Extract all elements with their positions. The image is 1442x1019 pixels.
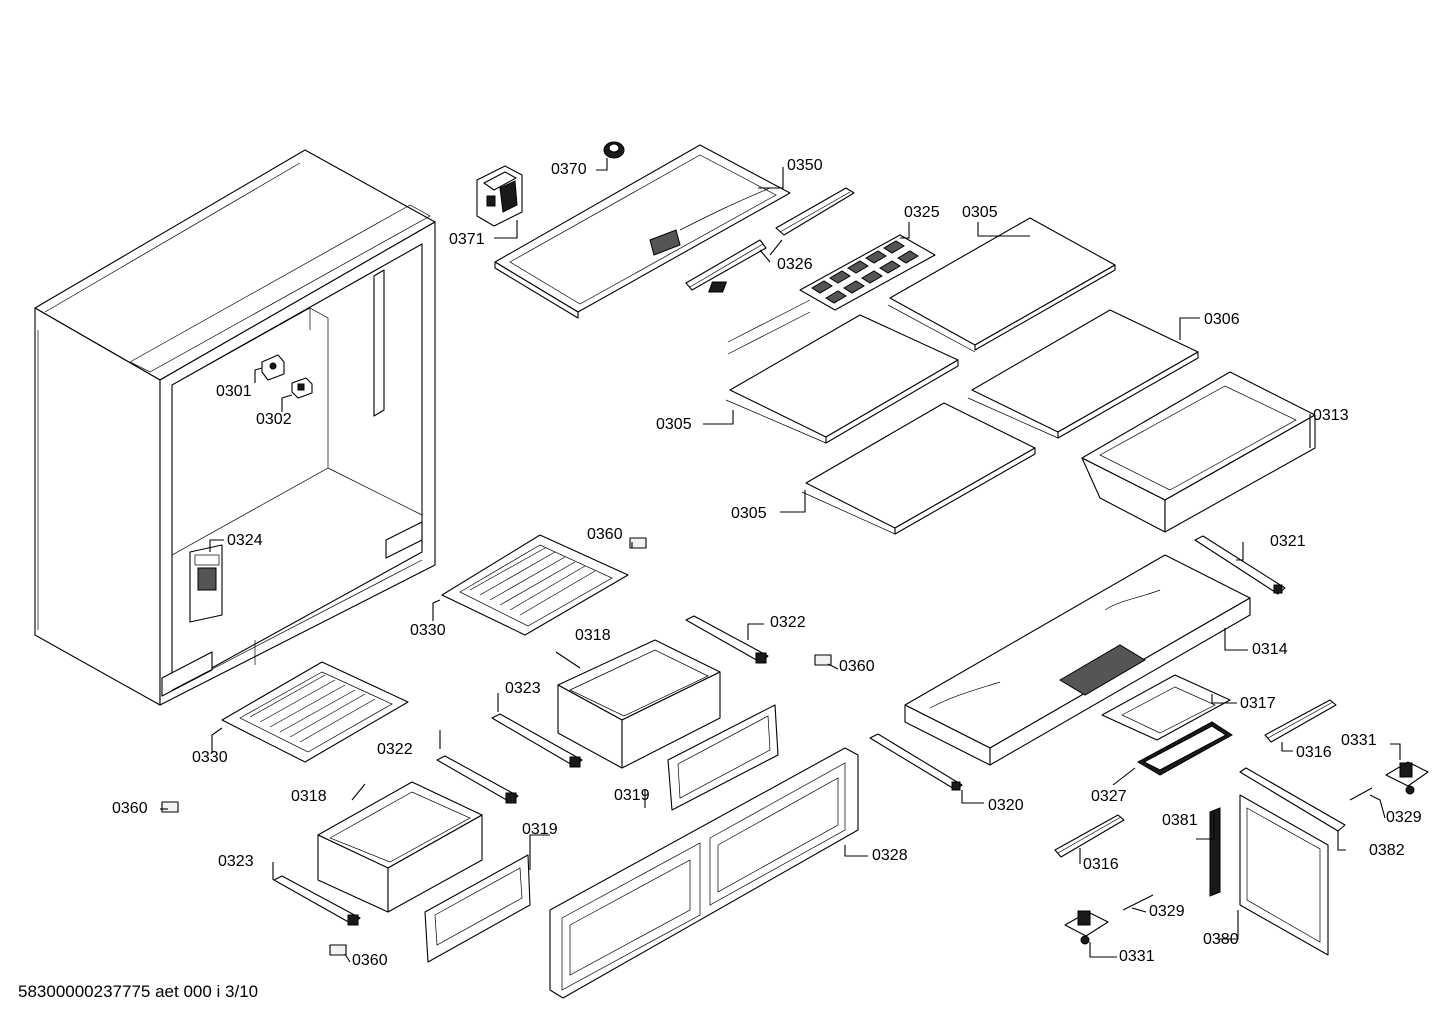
label-0329-lower: 0329 [1149, 903, 1185, 920]
label-0326: 0326 [777, 256, 813, 273]
part-0319-front-lower [424, 854, 531, 963]
part-0370-knob [603, 141, 625, 159]
part-0302-connector [291, 377, 313, 399]
label-0360-b: 0360 [839, 658, 875, 675]
part-0382-rail [1239, 767, 1346, 832]
part-0305-shelf-left [725, 314, 959, 444]
part-0314-bottom-panel [904, 554, 1251, 766]
part-0324-thermostat [189, 544, 223, 623]
label-0328: 0328 [872, 847, 908, 864]
part-0319-front-upper [667, 704, 779, 811]
part-0326-rail [685, 187, 855, 291]
label-0320: 0320 [988, 797, 1024, 814]
label-0313: 0313 [1313, 407, 1349, 424]
part-0360-clip-b [814, 654, 832, 666]
label-0329-upper: 0329 [1386, 809, 1422, 826]
part-0331-fan-lower [1064, 910, 1109, 945]
part-0317-cover [1101, 674, 1231, 741]
part-0305-shelf-upper [887, 217, 1116, 353]
label-0305-lower: 0305 [731, 505, 767, 522]
label-0360-a: 0360 [587, 526, 623, 543]
label-0360-c: 0360 [112, 800, 148, 817]
leader-lines [160, 158, 1401, 963]
part-0330-evaporator-lower [221, 661, 409, 763]
label-0314: 0314 [1252, 641, 1288, 658]
label-0330-lower: 0330 [192, 749, 228, 766]
part-0313-crisper-drawer [1081, 371, 1316, 533]
part-0381-strip [1209, 807, 1221, 897]
part-0301-switch [261, 354, 285, 381]
label-0302: 0302 [256, 411, 292, 428]
label-0321: 0321 [1270, 533, 1306, 550]
label-0371: 0371 [449, 231, 485, 248]
label-0350: 0350 [787, 157, 823, 174]
part-0331-fan-upper [1385, 761, 1429, 795]
label-0331-upper: 0331 [1341, 732, 1377, 749]
part-0321-rail [1194, 535, 1286, 595]
label-0323-lower: 0323 [218, 853, 254, 870]
label-0323-upper: 0323 [505, 680, 541, 697]
label-0316-upper: 0316 [1296, 744, 1332, 761]
label-0322-lower: 0322 [377, 741, 413, 758]
label-0324: 0324 [227, 532, 263, 549]
part-0322-rail-lower [436, 755, 519, 804]
part-0325-ice-tray [708, 234, 936, 355]
label-0318-upper: 0318 [575, 627, 611, 644]
part-0323-rail-upper [491, 713, 583, 768]
part-0380-door [1239, 794, 1329, 956]
part-0306-shelf [967, 309, 1199, 439]
part-0360-clip-a [629, 537, 647, 549]
label-0301: 0301 [216, 383, 252, 400]
part-0322-rail-upper [685, 615, 769, 664]
part-0316-hinge-upper [1264, 699, 1337, 743]
part-0323-rail-lower [273, 875, 361, 926]
cabinet-housing [34, 149, 436, 706]
label-0370: 0370 [551, 161, 587, 178]
label-0325: 0325 [904, 204, 940, 221]
document-id-footer: 58300000237775 aet 000 i 3/10 [18, 982, 259, 1001]
label-0381: 0381 [1162, 812, 1198, 829]
part-0329-pin-upper [1349, 787, 1373, 801]
part-0360-clip-c [161, 801, 179, 813]
label-0305-upper: 0305 [962, 204, 998, 221]
part-0350-top-cover [494, 144, 791, 319]
label-0306: 0306 [1204, 311, 1240, 328]
part-0305-shelf-lower [801, 402, 1036, 535]
label-0330-upper: 0330 [410, 622, 446, 639]
label-0317: 0317 [1240, 695, 1276, 712]
label-0318-lower: 0318 [291, 788, 327, 805]
label-0360-d: 0360 [352, 952, 388, 969]
label-0331-lower: 0331 [1119, 948, 1155, 965]
label-0380: 0380 [1203, 931, 1239, 948]
part-0371-light-housing [476, 165, 523, 227]
part-0328-door-frame [549, 747, 859, 999]
label-0319-lower: 0319 [522, 821, 558, 838]
part-0318-drawer-lower [317, 781, 483, 913]
label-0305-left: 0305 [656, 416, 692, 433]
label-0316-lower: 0316 [1083, 856, 1119, 873]
part-0320-rail [869, 733, 963, 791]
part-0330-evaporator-upper [441, 534, 629, 636]
part-0318-drawer-upper [557, 639, 721, 769]
label-0322-upper: 0322 [770, 614, 806, 631]
label-0382: 0382 [1369, 842, 1405, 859]
label-0319-upper: 0319 [614, 787, 650, 804]
part-0360-clip-d [329, 944, 347, 956]
label-0327: 0327 [1091, 788, 1127, 805]
part-0327-glass [1136, 721, 1233, 776]
part-0316-hinge-lower [1054, 814, 1125, 858]
part-0329-pin-lower [1122, 894, 1154, 911]
